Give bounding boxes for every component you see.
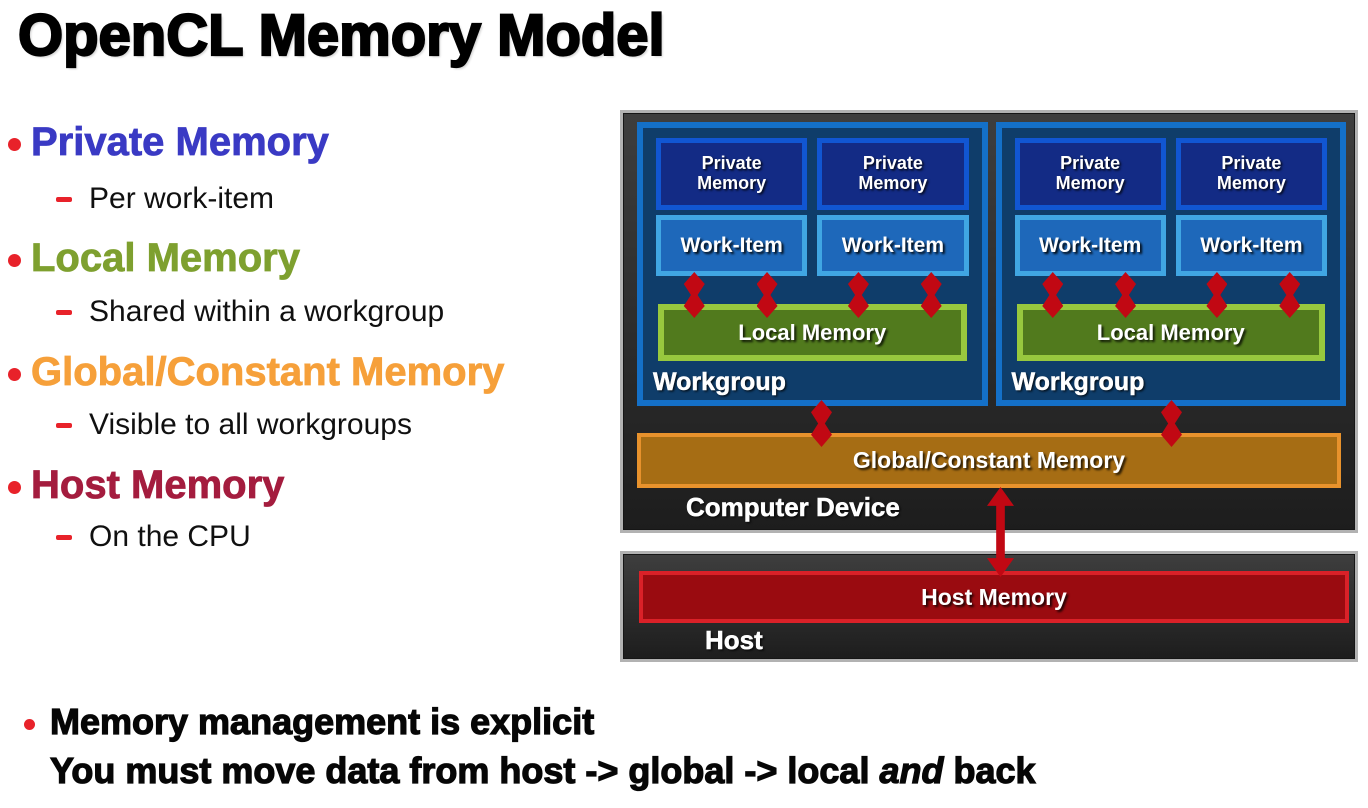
bullet-icon <box>8 253 21 267</box>
workgroup-label: Workgroup <box>1011 368 1145 397</box>
link-diamond-icon <box>683 272 705 318</box>
dash-icon <box>56 422 72 428</box>
work-item-box: Work-Item <box>1175 215 1327 276</box>
bullet-heading-label: Host Memory <box>31 463 285 508</box>
workgroup-box: Private Memory Private Memory Work-Item … <box>637 122 988 406</box>
private-memory-row: Private Memory Private Memory <box>656 138 969 210</box>
link-diamond-icon <box>1161 400 1182 447</box>
bullet-heading-local-memory: Local Memory <box>8 236 300 281</box>
global-constant-memory-bar: Global/Constant Memory <box>637 433 1341 488</box>
host-panel: Host Memory Host <box>620 551 1358 662</box>
compute-device-label: Computer Device <box>686 492 900 523</box>
work-item-box: Work-Item <box>656 215 808 276</box>
work-item-row: Work-Item Work-Item <box>1014 215 1327 276</box>
connector-strip <box>643 272 982 318</box>
host-memory-bar: Host Memory <box>639 571 1349 623</box>
bullet-sub-label: Shared within a workgroup <box>89 295 445 328</box>
bullet-sub-private-memory: Per work-item <box>56 182 274 216</box>
link-diamond-icon <box>1279 272 1301 318</box>
work-item-label: Work-Item <box>1038 233 1142 257</box>
link-diamond-icon <box>1115 272 1137 318</box>
bullet-sub-label: On the CPU <box>89 520 251 553</box>
link-diamond-icon <box>847 272 869 318</box>
private-memory-box: Private Memory <box>656 138 808 210</box>
workgroup-box: Private Memory Private Memory Work-Item … <box>995 122 1346 406</box>
bullet-heading-label: Private Memory <box>31 120 330 165</box>
bullet-sub-local-memory: Shared within a workgroup <box>56 295 444 329</box>
private-memory-box: Private Memory <box>1014 138 1166 210</box>
private-memory-box: Private Memory <box>1175 138 1327 210</box>
local-memory-box: Local Memory <box>658 304 967 361</box>
local-memory-box: Local Memory <box>1016 304 1325 361</box>
footer-line2: You must move data from host -> global -… <box>49 749 1036 792</box>
link-diamond-icon <box>756 272 778 318</box>
host-memory-label: Host Memory <box>921 583 1067 610</box>
link-diamond-icon <box>811 400 832 447</box>
private-memory-row: Private Memory Private Memory <box>1014 138 1327 210</box>
footer-line1: Memory management is explicit <box>24 700 595 743</box>
private-memory-label: Private Memory <box>1216 153 1286 193</box>
private-memory-box: Private Memory <box>817 138 969 210</box>
bullet-sub-label: Per work-item <box>89 182 275 215</box>
connector-strip <box>1002 272 1341 318</box>
footer-line1-text: Memory management is explicit <box>49 700 595 742</box>
link-diamond-icon <box>1042 272 1064 318</box>
work-item-box: Work-Item <box>1014 215 1166 276</box>
private-memory-label: Private Memory <box>858 153 928 193</box>
bullet-heading-global-memory: Global/Constant Memory <box>8 350 505 395</box>
footer-line2-pre: You must move data from host -> global -… <box>49 749 880 791</box>
footer-line2-post: back <box>943 749 1036 791</box>
bullet-icon <box>24 718 35 730</box>
work-item-row: Work-Item Work-Item <box>656 215 969 276</box>
dash-icon <box>56 196 72 202</box>
bullet-sub-host-memory: On the CPU <box>56 520 251 554</box>
bullet-heading-host-memory: Host Memory <box>8 463 285 508</box>
bullet-icon <box>8 480 21 494</box>
bullet-sub-label: Visible to all workgroups <box>89 408 412 441</box>
bullet-icon <box>8 367 21 381</box>
compute-device-panel: Private Memory Private Memory Work-Item … <box>620 110 1358 533</box>
bullet-heading-label: Global/Constant Memory <box>31 350 505 395</box>
footer-line2-emphasis: and <box>879 749 944 791</box>
dash-icon <box>56 534 72 540</box>
private-memory-label: Private Memory <box>1055 153 1125 193</box>
workgroup-label: Workgroup <box>653 368 786 397</box>
link-diamond-icon <box>1206 272 1228 318</box>
global-constant-memory-label: Global/Constant Memory <box>852 447 1126 473</box>
work-item-label: Work-Item <box>680 233 783 257</box>
dash-icon <box>56 309 72 315</box>
work-item-label: Work-Item <box>841 233 945 257</box>
bullet-heading-label: Local Memory <box>31 236 301 281</box>
bullet-icon <box>8 137 21 151</box>
work-item-box: Work-Item <box>817 215 969 276</box>
local-memory-label: Local Memory <box>738 319 887 345</box>
bullet-heading-private-memory: Private Memory <box>8 120 329 165</box>
bullet-sub-global-memory: Visible to all workgroups <box>56 408 412 442</box>
host-label: Host <box>705 625 763 656</box>
workgroup-row: Private Memory Private Memory Work-Item … <box>637 122 1346 406</box>
work-item-label: Work-Item <box>1200 233 1303 257</box>
local-memory-label: Local Memory <box>1096 319 1245 345</box>
private-memory-label: Private Memory <box>697 153 767 193</box>
page-title: OpenCL Memory Model <box>17 2 666 69</box>
link-diamond-icon <box>920 272 942 318</box>
